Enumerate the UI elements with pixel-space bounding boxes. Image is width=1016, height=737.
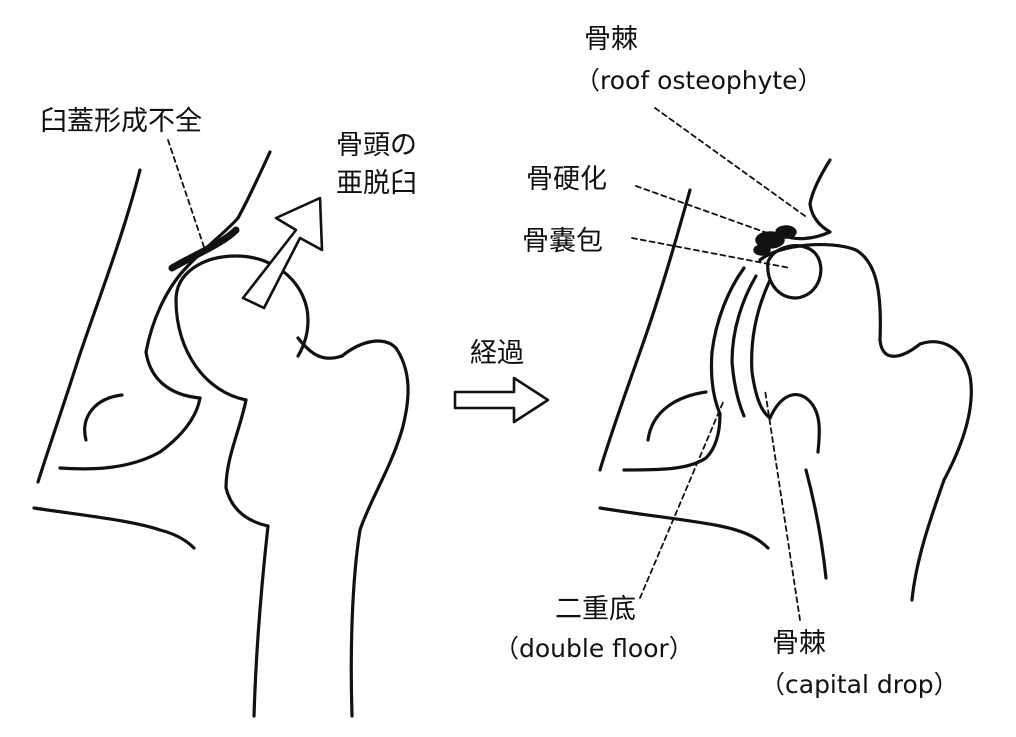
label-roof-osteophyte-jp: 骨棘 — [584, 24, 638, 55]
label-sclerosis: 骨硬化 — [526, 164, 607, 195]
left-femoral-neck-upper — [296, 336, 344, 360]
left-dysplasia-rim — [168, 226, 240, 272]
leader-dysplasia — [167, 139, 206, 251]
leader-lines — [167, 107, 806, 621]
double-floor-outer — [709, 266, 746, 416]
label-double-floor-jp: 二重底 — [555, 594, 636, 625]
left-femoral-head-lower — [174, 298, 248, 402]
label-subluxation-line1: 骨頭の — [336, 130, 417, 161]
capital-drop-contour — [768, 393, 821, 454]
label-capital-drop-jp: 骨棘 — [772, 628, 826, 659]
label-capital-drop-en: （capital drop） — [760, 670, 959, 699]
leader-bone-cyst — [631, 237, 791, 269]
leader-sclerosis — [635, 185, 771, 235]
sclerosis-cluster — [753, 225, 797, 256]
right-acetabular-inner — [750, 278, 772, 420]
leader-roof-osteophyte — [654, 107, 806, 217]
right-ilium-outer — [598, 188, 692, 472]
left-acetabulum-roof — [144, 216, 240, 354]
left-pelvis-bottom — [32, 506, 196, 550]
left-pelvis-lower — [144, 350, 202, 400]
right-obturator — [646, 390, 708, 442]
double-floor-inner — [730, 274, 758, 418]
left-ilium-inner — [236, 150, 272, 220]
label-dysplasia: 臼蓋形成不全 — [40, 106, 202, 137]
right-lateral-shaft — [910, 478, 946, 602]
left-intertrochanteric — [224, 398, 270, 528]
label-bone-cyst: 骨嚢包 — [522, 226, 603, 257]
leader-double-floor — [639, 399, 725, 599]
left-obturator — [83, 393, 124, 442]
leader-capital-drop — [764, 389, 801, 621]
left-greater-trochanter — [340, 339, 410, 432]
left-ilium-outer — [36, 168, 142, 484]
label-double-floor-en: （double floor） — [494, 634, 694, 663]
right-hip-illustration — [598, 158, 973, 602]
right-ischium — [622, 412, 722, 472]
right-femoral-head — [758, 242, 922, 358]
right-roof-osteophyte — [782, 202, 832, 241]
left-lateral-shaft — [349, 428, 404, 718]
left-femoral-head — [174, 254, 310, 358]
progression-arrow — [453, 376, 550, 424]
left-medial-shaft — [252, 524, 270, 718]
left-ischium — [58, 396, 202, 471]
right-ilium-upper — [808, 158, 832, 206]
label-subluxation-line2: 亜脱臼 — [336, 168, 417, 199]
subluxation-arrow — [241, 196, 324, 310]
left-hip-illustration — [32, 150, 410, 718]
right-pelvis-bottom — [598, 506, 770, 550]
label-progression: 経過 — [470, 338, 524, 369]
right-greater-trochanter — [918, 340, 973, 482]
bone-cyst-outline — [766, 244, 823, 300]
label-roof-osteophyte-en: （roof osteophyte） — [575, 66, 823, 95]
right-medial-shaft — [804, 468, 828, 580]
